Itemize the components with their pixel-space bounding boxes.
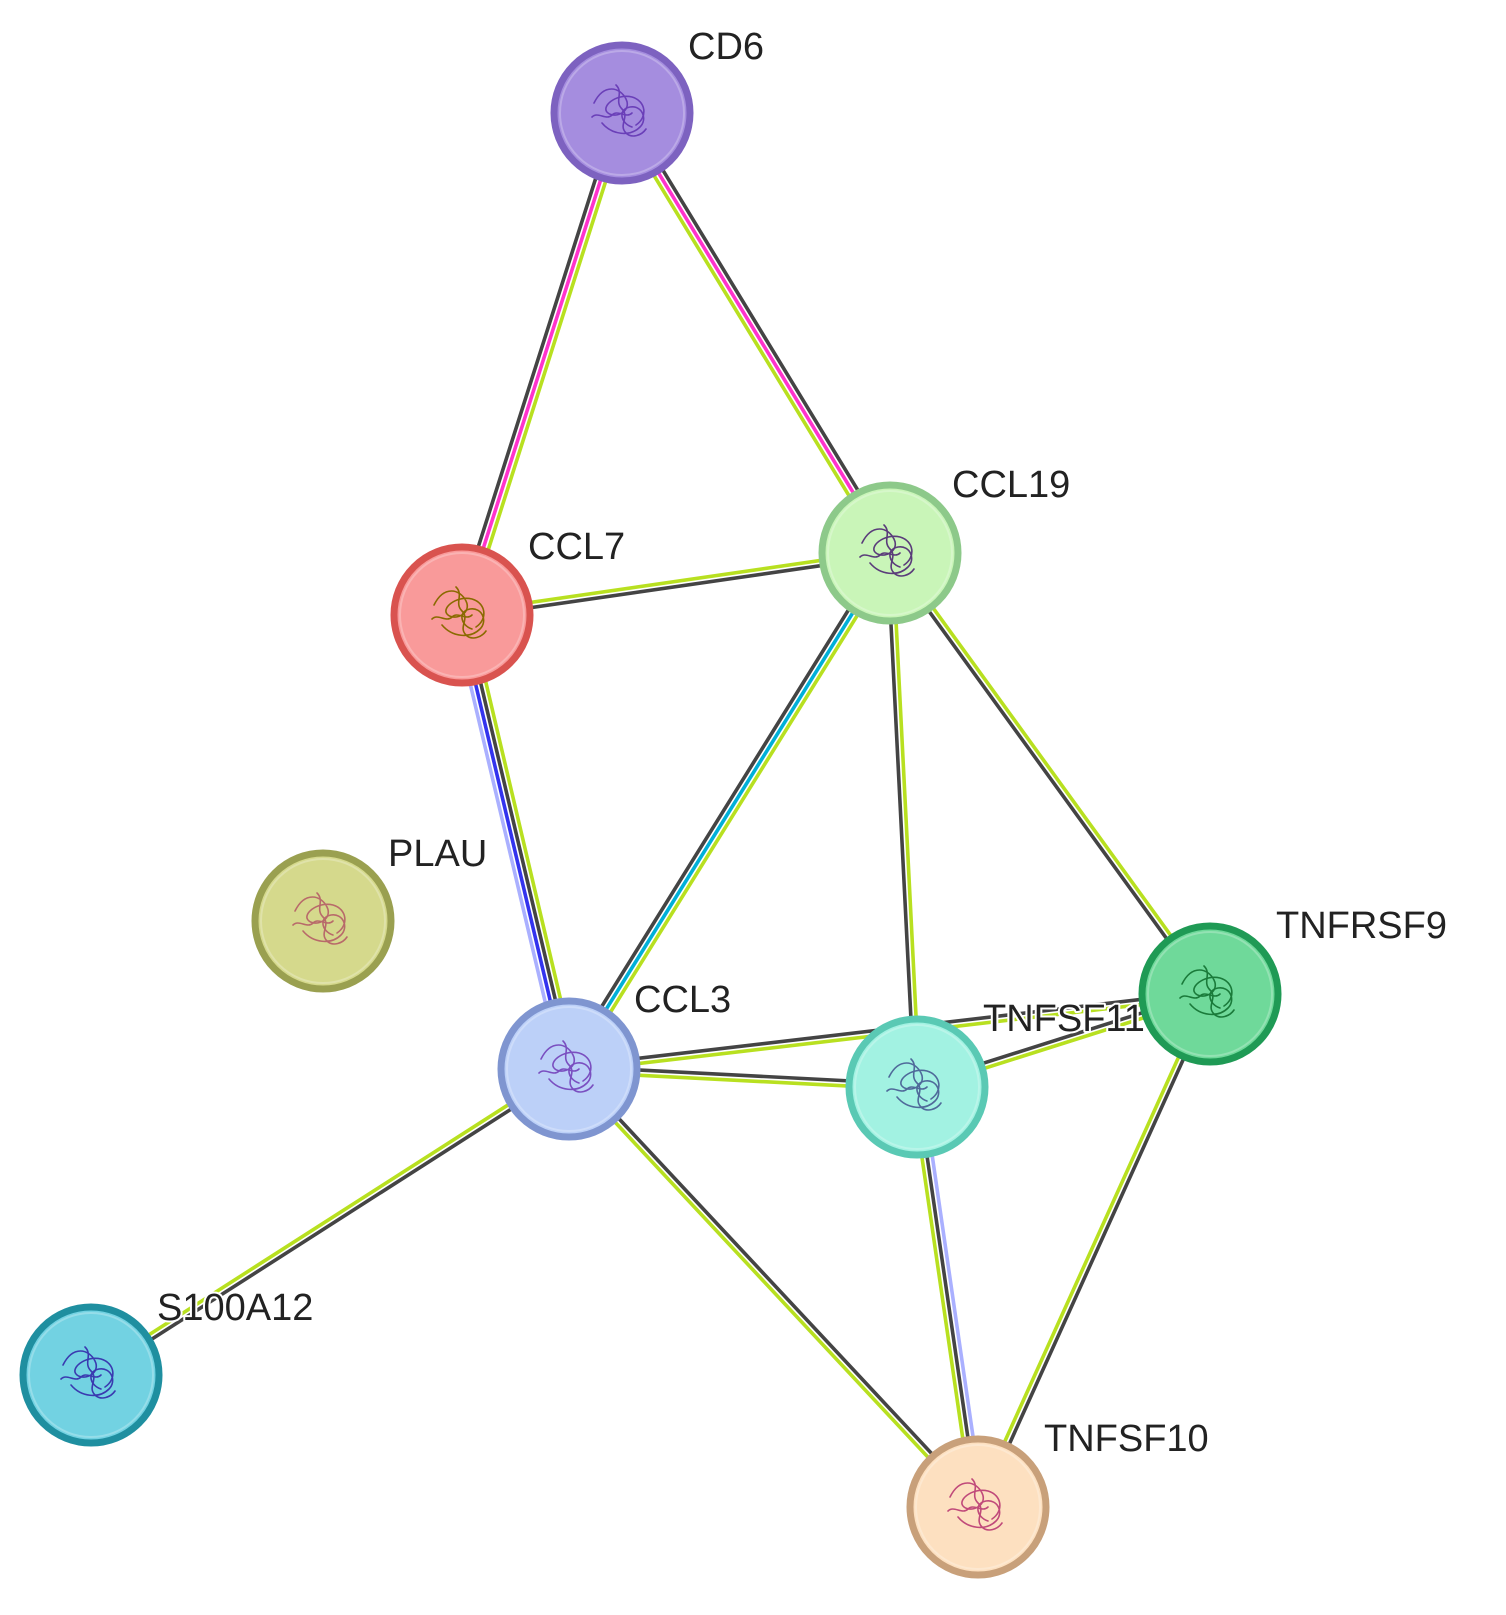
protein-structure-icon: [1179, 965, 1235, 1018]
edge-evidence-line: [460, 111, 624, 617]
protein-structure-icon: [431, 586, 487, 639]
node-highlight: [915, 1444, 1041, 1570]
edge-ccl7-ccl3: [452, 611, 579, 1073]
node-highlight: [559, 50, 685, 176]
edge-evidence-line: [452, 614, 564, 1073]
node-highlight: [506, 1006, 632, 1132]
edge-ccl3-s100a12: [87, 1065, 573, 1379]
edge-ccl7-ccl19: [459, 548, 893, 620]
node-highlight: [1147, 931, 1273, 1057]
edge-evidence-line: [460, 553, 893, 620]
node-layer: [19, 41, 1282, 1579]
edge-evidence-line: [455, 109, 619, 616]
edge-evidence-line: [457, 613, 569, 1072]
edge-evidence-line: [978, 993, 1215, 1510]
edge-cd6-ccl19: [615, 108, 897, 558]
node-plau[interactable]: [251, 849, 395, 993]
node-label-plau: PLAU: [388, 833, 487, 875]
node-label-s100a12: S100A12: [157, 1287, 313, 1329]
edge-evidence-line: [571, 553, 897, 1074]
edge-evidence-line: [885, 551, 917, 1089]
edge-evidence-line: [465, 112, 629, 619]
node-label-ccl3: CCL3: [634, 979, 731, 1021]
protein-structure-icon: [591, 84, 647, 137]
node-tnfsf10[interactable]: [906, 1435, 1050, 1579]
node-highlight: [399, 552, 525, 678]
node-label-cd6: CD6: [688, 26, 764, 68]
node-highlight: [28, 1312, 154, 1438]
node-label-tnfsf10: TNFSF10: [1044, 1418, 1209, 1460]
edge-ccl19-tnfsf11: [885, 551, 922, 1089]
node-s100a12[interactable]: [19, 1303, 163, 1447]
edge-layer: [87, 108, 1215, 1511]
edge-tnfrsf9-tnfsf10: [973, 991, 1215, 1510]
edge-evidence-line: [886, 552, 1210, 998]
node-ccl3[interactable]: [497, 997, 641, 1141]
node-ccl19[interactable]: [818, 481, 962, 625]
protein-structure-icon: [886, 1058, 942, 1111]
node-tnfrsf9[interactable]: [1138, 922, 1282, 1066]
edge-evidence-line: [87, 1065, 570, 1375]
node-cd6[interactable]: [550, 41, 694, 185]
edge-cd6-ccl7: [455, 109, 629, 619]
node-highlight: [827, 490, 953, 616]
edge-evidence-line: [459, 548, 892, 615]
edge-ccl19-tnfrsf9: [886, 549, 1214, 998]
protein-structure-icon: [859, 524, 915, 577]
node-label-tnfrsf9: TNFRSF9: [1276, 905, 1447, 947]
edge-evidence-line: [467, 611, 579, 1070]
edge-evidence-line: [562, 548, 888, 1069]
edge-evidence-line: [615, 113, 888, 558]
node-ccl7[interactable]: [390, 543, 534, 687]
edge-evidence-line: [620, 111, 892, 555]
node-highlight: [260, 858, 386, 984]
edge-evidence-line: [890, 549, 1214, 995]
edge-evidence-line: [90, 1069, 573, 1379]
node-label-ccl19: CCL19: [952, 464, 1070, 506]
edge-ccl19-ccl3: [562, 548, 897, 1074]
edge-ccl3-tnfsf10: [565, 1065, 982, 1511]
protein-structure-icon: [60, 1346, 116, 1399]
node-label-ccl7: CCL7: [528, 526, 625, 568]
edge-evidence-line: [567, 551, 892, 1071]
edge-evidence-line: [973, 991, 1210, 1508]
edge-evidence-line: [565, 1068, 978, 1511]
protein-structure-icon: [292, 892, 348, 945]
node-label-tnfsf11: TNFSF11: [983, 998, 1145, 1040]
edge-evidence-line: [569, 1065, 982, 1508]
protein-structure-icon: [947, 1478, 1003, 1531]
edge-evidence-line: [624, 108, 897, 553]
edge-evidence-line: [462, 612, 574, 1071]
node-highlight: [854, 1024, 980, 1150]
edge-evidence-line: [890, 551, 922, 1089]
protein-structure-icon: [538, 1040, 594, 1093]
node-tnfsf11[interactable]: [845, 1015, 989, 1159]
